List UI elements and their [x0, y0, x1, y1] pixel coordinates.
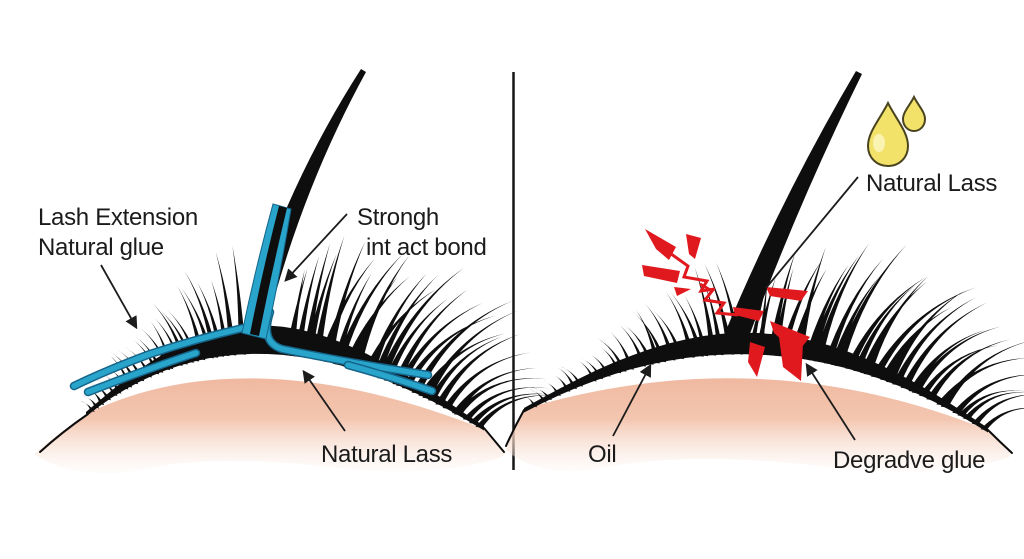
lash-cluster-left [80, 245, 246, 412]
eyelid-skin [34, 378, 506, 474]
leader-line-intact-bond [284, 213, 348, 282]
lash-line-tail [483, 427, 505, 453]
glue-bond-line [345, 362, 435, 394]
label-line: int act bond [366, 234, 487, 261]
lash-line [86, 325, 484, 431]
leader-line-natural-lash [302, 369, 346, 432]
label-lash-extension-natural-glue: Lash Extension Natural glue [38, 203, 198, 263]
extension-lash [722, 71, 862, 347]
label-line: Lash Extension [38, 204, 198, 231]
glue-bond-line [71, 325, 246, 389]
lash-line-tail [505, 409, 525, 447]
label-natural-lash-right: Natural Lass [866, 170, 998, 197]
lash-cluster-right [285, 235, 562, 428]
glue-bond-line [85, 350, 199, 395]
lash-line-tail [39, 413, 89, 453]
label-line: Strongh [357, 204, 439, 231]
oil-drops-icon [866, 94, 927, 168]
lash-hairs [285, 235, 562, 428]
leader-line-natural-glue [100, 264, 138, 330]
eyelid-skin [506, 378, 1012, 472]
label-degraded-glue: Degradve glue [833, 447, 986, 474]
leader-line-degraded-glue [805, 362, 856, 441]
label-line: Natural glue [38, 234, 164, 261]
leader-line-natural-lash [765, 176, 859, 289]
lash-hairs [80, 245, 246, 412]
right-panel-degraded-bond [505, 71, 1024, 472]
leader-line-oil [612, 363, 652, 437]
label-oil: Oil [588, 441, 617, 468]
degraded-glue-break-marks [642, 229, 810, 381]
label-strong-intact-bond: Strongh int act bond [357, 203, 487, 263]
lash-line [524, 332, 988, 433]
extension-lash-with-glue [69, 69, 437, 397]
label-natural-lash-left: Natural Lass [321, 441, 453, 468]
extension-lash-core [250, 206, 287, 336]
left-panel-intact-bond [34, 69, 562, 474]
lash-line-tail [987, 429, 1013, 454]
